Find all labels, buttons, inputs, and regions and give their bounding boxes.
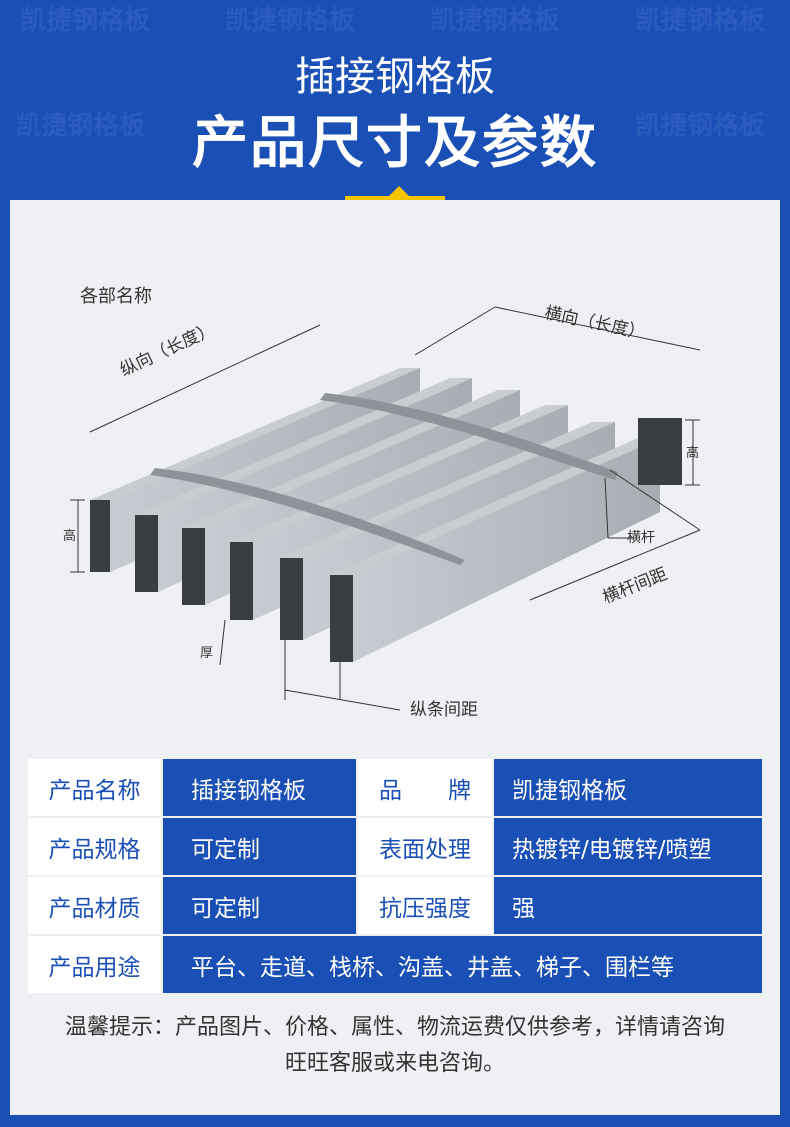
watermark: 凯捷钢格板 [20,6,151,36]
page-title: 产品尺寸及参数 [192,111,598,176]
watermark: 凯捷钢格板 [635,6,766,36]
header-banner: 凯捷钢格板 凯捷钢格板 凯捷钢格板 凯捷钢格板 凯捷钢格板 凯捷钢格板 插接钢格… [0,0,790,200]
notice-text: 温馨提示：产品图片、价格、属性、物流运费仅供参考，详情请咨询 旺旺客服或来电咨询… [10,1010,780,1082]
bar-spacing-label: 纵条间距 [410,700,478,720]
spec-key: 抗压强度 [356,875,494,936]
notice-line: 温馨提示：产品图片、价格、属性、物流运费仅供参考，详情请咨询 [64,1015,725,1040]
height-label-right: 高 [686,446,700,461]
spec-key: 表面处理 [356,816,494,877]
spec-value: 强 [492,875,764,936]
bearing-bars [90,368,682,662]
table-row: 产品规格 可定制 表面处理 热镀锌/电镀锌/喷塑 [26,816,764,877]
spec-key: 产品用途 [26,934,163,995]
spec-key: 产品名称 [26,757,163,818]
grating-diagram: 各部名称 纵向（长度） 横向（长度） 高 高 横杆 横杆间距 厚 纵条间距 [10,200,780,755]
table-row: 产品用途 平台、走道、栈桥、沟盖、井盖、梯子、围栏等 [26,934,764,995]
spec-value: 凯捷钢格板 [492,757,764,818]
spec-table: 产品名称 插接钢格板 品 牌 凯捷钢格板 产品规格 可定制 表面处理 热镀锌/电… [26,757,764,995]
page-subtitle: 插接钢格板 [295,54,495,100]
spec-value: 平台、走道、栈桥、沟盖、井盖、梯子、围栏等 [161,934,764,995]
table-row: 产品材质 可定制 抗压强度 强 [26,875,764,936]
spec-value: 可定制 [161,816,358,877]
spec-value: 可定制 [161,875,358,936]
parts-title: 各部名称 [80,286,152,307]
watermark: 凯捷钢格板 [430,6,561,36]
crossbar-label: 横杆 [627,530,655,546]
height-label-left: 高 [63,529,77,544]
grating-illustration [70,306,701,711]
spec-key: 产品规格 [26,816,163,877]
content-panel: 各部名称 纵向（长度） 横向（长度） 高 高 横杆 横杆间距 厚 纵条间距 产品… [10,200,780,1115]
spec-key: 产品材质 [26,875,163,936]
dimension-lines [70,306,701,711]
title-accent-bar [345,196,445,200]
watermark: 凯捷钢格板 [225,6,356,36]
table-row: 产品名称 插接钢格板 品 牌 凯捷钢格板 [26,757,764,818]
thickness-label: 厚 [200,646,214,661]
spec-key: 品 牌 [356,757,494,818]
cross-bars [150,393,618,565]
notice-line: 旺旺客服或来电咨询。 [284,1051,505,1076]
spec-value: 插接钢格板 [161,757,358,818]
spec-value: 热镀锌/电镀锌/喷塑 [492,816,764,877]
